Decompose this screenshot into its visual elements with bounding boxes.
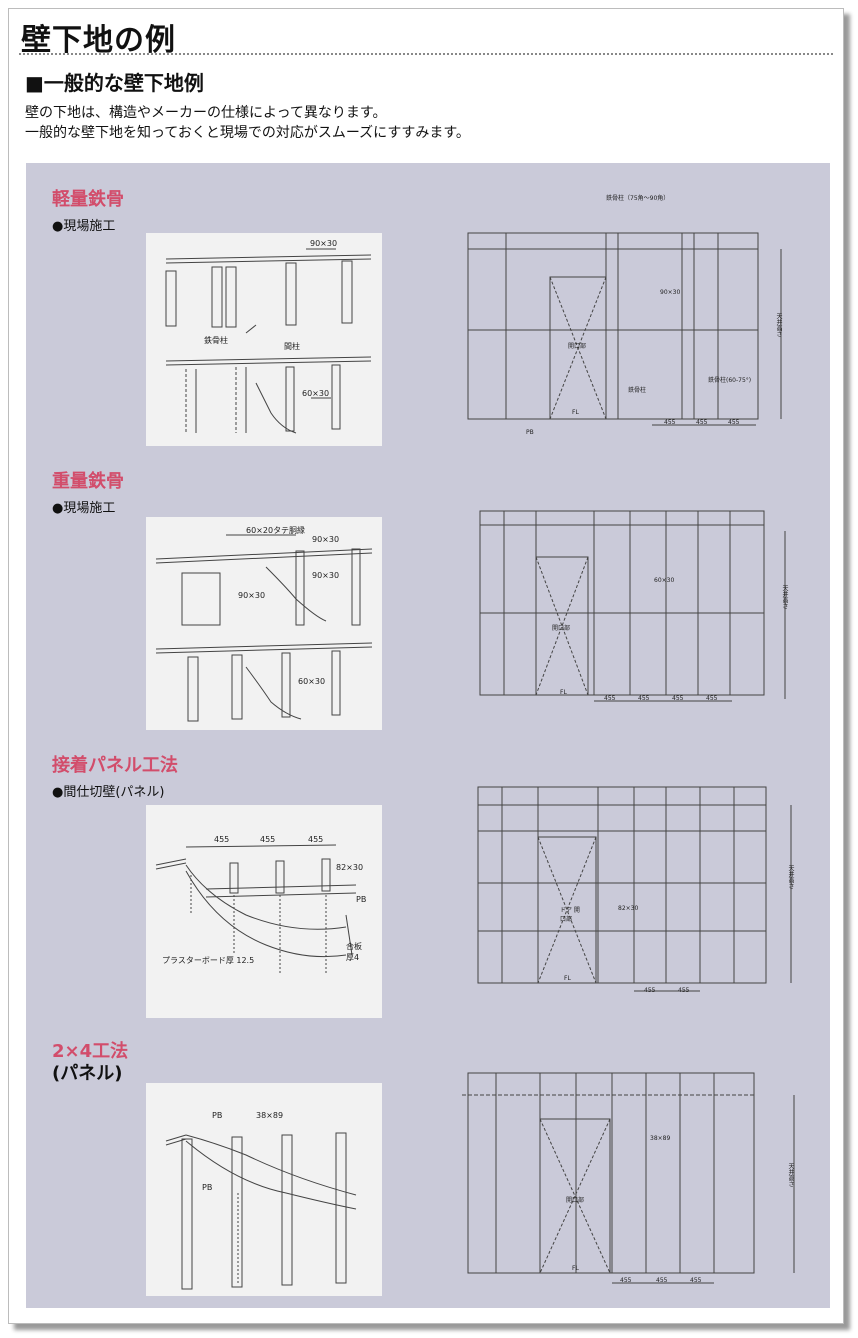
elevation-label: 455 (656, 1277, 668, 1284)
section-subtitle-light-steel: ●現場施工 (52, 219, 116, 234)
elevation-label: 455 (678, 987, 690, 994)
detail-label: 455 (214, 835, 230, 844)
detail-label: 間柱 (284, 342, 300, 351)
detail-label: PB (202, 1183, 213, 1192)
elevation-label: 天井高さ (781, 585, 788, 609)
elevation-label: 60×30 (654, 577, 675, 584)
elevation-label: 455 (690, 1277, 702, 1284)
examples-panel: 軽量鉄骨 ●現場施工 90×30 鉄骨柱 間柱 60 (26, 163, 830, 1308)
detail-label: 38×89 (256, 1111, 284, 1120)
elevation-label: 開口部 (568, 343, 587, 350)
detail-label: 鉄骨柱 (204, 336, 228, 345)
elevation-label: 鉄骨柱 (628, 387, 647, 394)
detail-label: 82×30 (336, 863, 364, 872)
elevation-label: 455 (620, 1277, 632, 1284)
section-title-panel-method: 接着パネル工法 (52, 755, 178, 776)
section-subtitle-2x4-method: (パネル) (52, 1063, 123, 1084)
elevation-label: 天井高さ (787, 865, 794, 889)
elevation-label: FL (560, 689, 567, 696)
detail-label: PB (356, 895, 367, 904)
detail-label: 90×30 (238, 591, 266, 600)
detail-label: 455 (308, 835, 324, 844)
page-title: 壁下地の例 (21, 23, 176, 58)
elevation-label: FL (572, 1265, 579, 1272)
intro-text: 壁の下地は、構造やメーカーの仕様によって異なります。 一般的な壁下地を知っておく… (25, 103, 470, 143)
detail-label: PB (212, 1111, 223, 1120)
detail-label: プラスターボード厚 12.5 (162, 956, 255, 965)
elevation-label: 天井高さ (787, 1163, 794, 1187)
heavy-steel-elevation: 60×30 開口部 FL 455 455 455 455 天井高さ (470, 489, 800, 705)
light-steel-detail-drawing: 90×30 鉄骨柱 間柱 60×30 (146, 233, 382, 446)
elevation-label: 455 (664, 419, 676, 426)
elevation-label: 開口部 (566, 1197, 585, 1204)
elevation-label: 455 (638, 695, 650, 702)
elevation-label: 鉄骨柱(60-75°) (708, 377, 752, 384)
detail-label: 90×30 (312, 535, 340, 544)
elevation-label: 天井高さ (775, 313, 782, 337)
panel-method-detail-drawing: 455 455 455 82×30 PB 合板 厚4 プラスターボード厚 12.… (146, 805, 382, 1018)
elevation-label: ドア 開口部 (560, 907, 580, 923)
detail-label: 60×30 (298, 677, 326, 686)
elevation-label: 455 (604, 695, 616, 702)
elevation-label: 455 (696, 419, 708, 426)
section-title-heavy-steel: 重量鉄骨 (52, 471, 124, 492)
detail-label: 60×20タテ胴縁 (246, 526, 306, 535)
elevation-label: 38×89 (650, 1135, 671, 1142)
section-title-light-steel: 軽量鉄骨 (52, 189, 124, 210)
section-heading: ■一般的な壁下地例 (25, 71, 204, 95)
detail-label: 合板 厚4 (346, 942, 362, 962)
elevation-label: 455 (728, 419, 740, 426)
2x4-method-detail-drawing: PB 38×89 PB (146, 1083, 382, 1296)
elevation-label: 90×30 (660, 289, 681, 296)
elevation-label: 開口部 (552, 625, 571, 632)
detail-label: 90×30 (310, 239, 338, 248)
elevation-label: 455 (644, 987, 656, 994)
intro-line-1: 壁の下地は、構造やメーカーの仕様によって異なります。 (25, 105, 387, 121)
section-subtitle-panel-method: ●間仕切壁(パネル) (52, 785, 165, 800)
elevation-label: 455 (706, 695, 718, 702)
panel-method-elevation: ドア 開口部 82×30 FL 455 455 天井高さ (468, 775, 808, 1005)
elevation-label: FL (564, 975, 571, 982)
light-steel-elevation: 鉄骨柱（75角～90角） 90×30 開口部 鉄骨柱 鉄骨柱(60-75°) F… (456, 193, 796, 443)
document-page: 壁下地の例 ■一般的な壁下地例 壁の下地は、構造やメーカーの仕様によって異なりま… (8, 8, 844, 1324)
intro-line-2: 一般的な壁下地を知っておくと現場での対応がスムーズにすすみます。 (25, 125, 470, 141)
heavy-steel-detail-drawing: 60×20タテ胴縁 90×30 90×30 90×30 60×30 (146, 517, 382, 730)
detail-label: 60×30 (302, 389, 330, 398)
detail-label: 455 (260, 835, 276, 844)
elevation-label: PB (526, 429, 534, 436)
detail-label: 90×30 (312, 571, 340, 580)
elevation-label: FL (572, 409, 579, 416)
section-title-2x4-method: 2×4工法 (52, 1041, 129, 1062)
2x4-method-elevation: 38×89 開口部 FL 455 455 455 天井高さ (456, 1059, 806, 1299)
elevation-label: 鉄骨柱（75角～90角） (606, 195, 670, 202)
title-divider (19, 53, 833, 55)
elevation-label: 82×30 (618, 905, 639, 912)
section-subtitle-heavy-steel: ●現場施工 (52, 501, 116, 516)
elevation-label: 455 (672, 695, 684, 702)
